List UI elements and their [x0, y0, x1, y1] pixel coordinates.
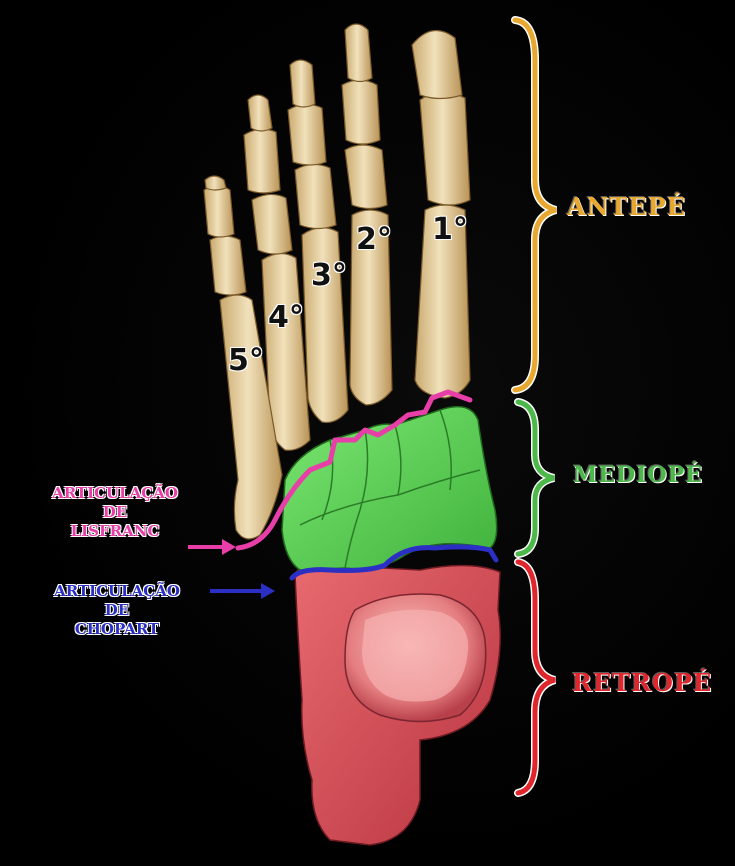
toe-number-2: 2° — [356, 222, 392, 257]
chopart-label-line1: ARTICULAÇÃO — [22, 582, 212, 601]
lisfranc-label-line3: LISFRANC — [20, 522, 210, 541]
lisfranc-joint-label: ARTICULAÇÃO DE LISFRANC — [20, 484, 210, 541]
toe-number-4: 4° — [268, 300, 304, 335]
lisfranc-arrow — [188, 539, 236, 555]
talus-bone — [345, 594, 486, 722]
midfoot-brace — [518, 402, 554, 554]
lisfranc-label-line2: DE — [20, 503, 210, 522]
hindfoot-label: RETROPÉ — [572, 668, 712, 697]
hindfoot-brace — [518, 562, 555, 793]
midfoot-label: MEDIOPÉ — [573, 462, 703, 488]
chopart-label-line3: CHOPART — [22, 620, 212, 639]
toe-number-5: 5° — [228, 343, 264, 378]
chopart-label-line2: DE — [22, 601, 212, 620]
forefoot-brace — [515, 20, 556, 390]
forefoot-label: ANTEPÉ — [567, 192, 686, 221]
toe-number-1: 1° — [432, 212, 468, 247]
chopart-arrow — [210, 583, 275, 599]
toe-number-3: 3° — [311, 258, 347, 293]
chopart-joint-label: ARTICULAÇÃO DE CHOPART — [22, 582, 212, 639]
lisfranc-label-line1: ARTICULAÇÃO — [20, 484, 210, 503]
